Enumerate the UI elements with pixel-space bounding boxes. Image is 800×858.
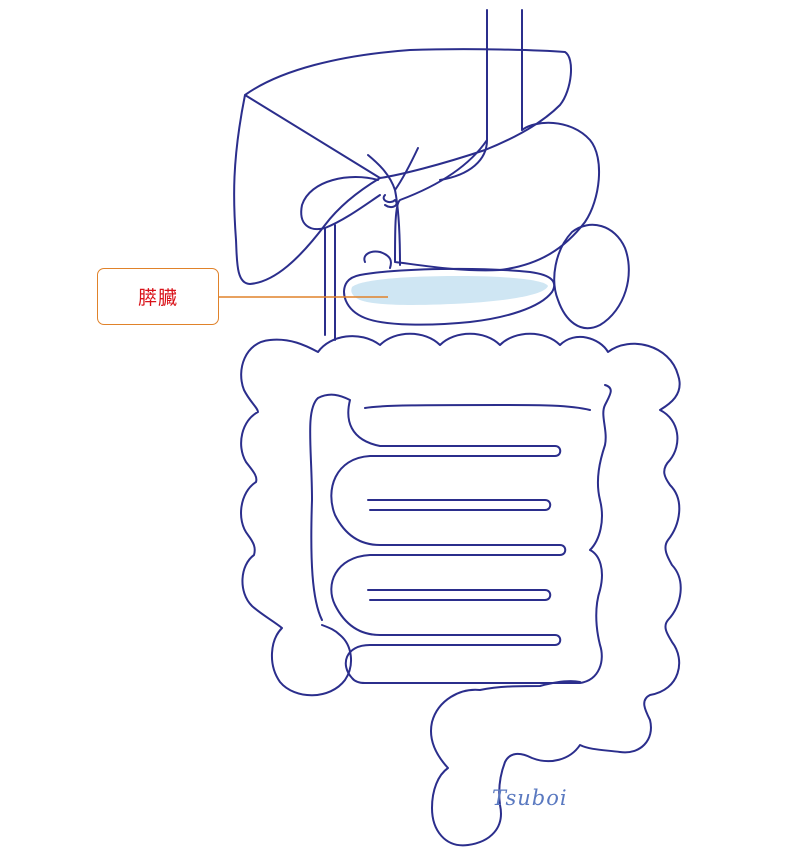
small-intestine bbox=[309, 384, 612, 684]
gallbladder bbox=[300, 176, 381, 230]
bile-duct bbox=[367, 147, 419, 266]
large-intestine bbox=[240, 332, 682, 847]
duodenum bbox=[324, 224, 392, 341]
esophagus bbox=[439, 9, 523, 181]
artist-signature: Tsuboi bbox=[492, 786, 568, 810]
spleen bbox=[553, 223, 630, 330]
liver bbox=[233, 48, 572, 285]
pancreas-label-box: 膵臓 bbox=[97, 268, 219, 325]
pancreas-fill bbox=[351, 276, 548, 305]
pancreas-label: 膵臓 bbox=[137, 287, 178, 309]
pancreas bbox=[343, 267, 556, 326]
